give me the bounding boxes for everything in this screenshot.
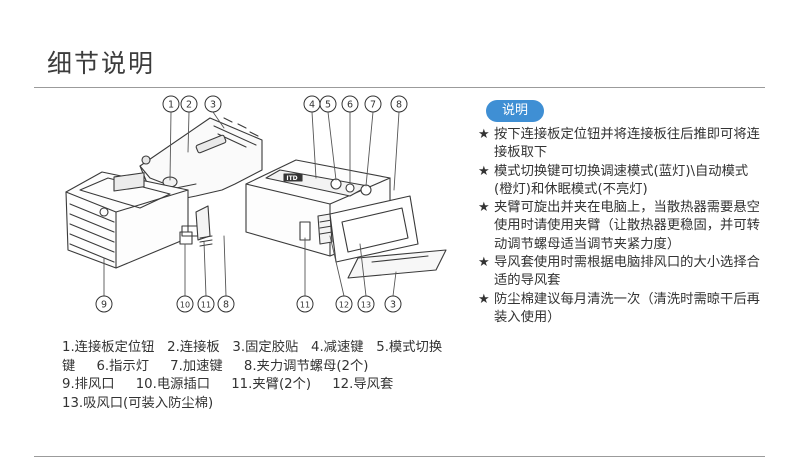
callout-3-bottom-label: 3 [390, 300, 396, 311]
legend-item: 8.夹力调节螺母(2个) [243, 358, 369, 374]
callout-1-label: 1 [168, 100, 174, 111]
callout-2-label: 2 [186, 100, 192, 111]
legend-item: 4.减速键 [310, 340, 364, 355]
legend-item: 12.导风套 [332, 377, 394, 392]
callout-12-label: 12 [339, 301, 349, 310]
callout-10: 10 [176, 295, 194, 313]
callout-4: 4 [303, 95, 321, 113]
callout-6: 6 [341, 95, 359, 113]
callout-4-label: 4 [309, 100, 315, 111]
device-panel-label: ITD [286, 175, 297, 182]
callout-13: 13 [357, 295, 375, 313]
callout-12: 12 [335, 295, 353, 313]
legend-item: 9.排风口 [62, 377, 115, 392]
callout-11-right: 11 [296, 295, 314, 313]
callout-11-left-label: 11 [201, 301, 211, 310]
note-text: 防尘棉建议每月清洗一次（清洗时需晾干后再装入使用） [494, 291, 760, 325]
note-text: 导风套使用时需根据电脑排风口的大小选择合适的导风套 [494, 255, 760, 289]
note-text: 夹臂可旋出并夹在电脑上，当散热器需要悬空使用时请使用夹臂（让散热器更稳固，并可转… [494, 200, 760, 252]
callout-3: 3 [204, 95, 222, 113]
note-item: ★ 夹臂可旋出并夹在电脑上，当散热器需要悬空使用时请使用夹臂（让散热器更稳固，并… [478, 199, 763, 254]
callout-11-right-label: 11 [300, 301, 310, 310]
callout-13-label: 13 [361, 301, 371, 310]
callout-11-left: 11 [197, 295, 215, 313]
left-device-drawing [65, 117, 263, 269]
legend-item: 13.吸风口(可装入防尘棉) [62, 395, 214, 411]
callout-9-label: 9 [101, 300, 107, 311]
legend-item: 5.模式切换键 [62, 340, 443, 374]
note-text: 按下连接板定位钮并将连接板往后推即可将连接板取下 [494, 127, 760, 161]
callout-9: 9 [95, 295, 113, 313]
legend-item: 3.固定胶贴 [232, 340, 299, 355]
callout-7-label: 7 [370, 100, 376, 111]
callout-7: 7 [364, 95, 382, 113]
product-diagram: 1 2 3 4 5 6 7 8 [65, 95, 447, 313]
star-icon: ★ [478, 163, 490, 179]
right-device-drawing [245, 159, 447, 279]
star-icon: ★ [478, 255, 490, 271]
callout-2: 2 [180, 95, 198, 113]
callout-1: 1 [162, 95, 180, 113]
star-icon: ★ [478, 200, 490, 216]
star-icon: ★ [478, 291, 490, 307]
note-item: ★ 按下连接板定位钮并将连接板往后推即可将连接板取下 [478, 126, 763, 163]
callout-8-bottom: 8 [217, 295, 235, 313]
callout-5: 5 [319, 95, 337, 113]
legend-item: 7.加速键 [170, 358, 223, 374]
note-item: ★ 防尘棉建议每月清洗一次（清洗时需晾干后再装入使用） [478, 291, 763, 328]
note-item: ★ 模式切换键可切换调速模式(蓝灯)\自动模式(橙灯)和休眠模式(不亮灯) [478, 163, 763, 200]
callout-8-bottom-label: 8 [223, 300, 229, 311]
parts-legend: 1.连接板定位钮 2.连接板 3.固定胶贴 4.减速键 5.模式切换键 6.指示… [62, 339, 462, 413]
legend-item: 2.连接板 [167, 340, 220, 355]
legend-item: 6.指示灯 [96, 358, 150, 374]
legend-item: 11.夹臂(2个) [231, 377, 312, 392]
page-title: 细节说明 [47, 49, 156, 78]
legend-item: 1.连接板定位钮 [62, 340, 155, 355]
callout-5-label: 5 [325, 100, 331, 111]
notes-badge: 说明 [486, 100, 544, 122]
note-item: ★ 导风套使用时需根据电脑排风口的大小选择合适的导风套 [478, 254, 763, 291]
note-text: 模式切换键可切换调速模式(蓝灯)\自动模式(橙灯)和休眠模式(不亮灯) [494, 163, 749, 197]
callout-8-top-label: 8 [396, 100, 402, 111]
callout-6-label: 6 [347, 100, 353, 111]
callout-3-label: 3 [210, 100, 216, 111]
star-icon: ★ [478, 127, 490, 142]
callout-8-top: 8 [390, 95, 408, 113]
bottom-divider [34, 456, 765, 457]
callout-3-bottom: 3 [384, 295, 402, 313]
title-divider [34, 87, 765, 88]
notes-list: ★ 按下连接板定位钮并将连接板往后推即可将连接板取下 ★ 模式切换键可切换调速模… [478, 126, 763, 327]
legend-item: 10.电源插口 [135, 377, 211, 392]
callout-10-label: 10 [180, 301, 190, 310]
